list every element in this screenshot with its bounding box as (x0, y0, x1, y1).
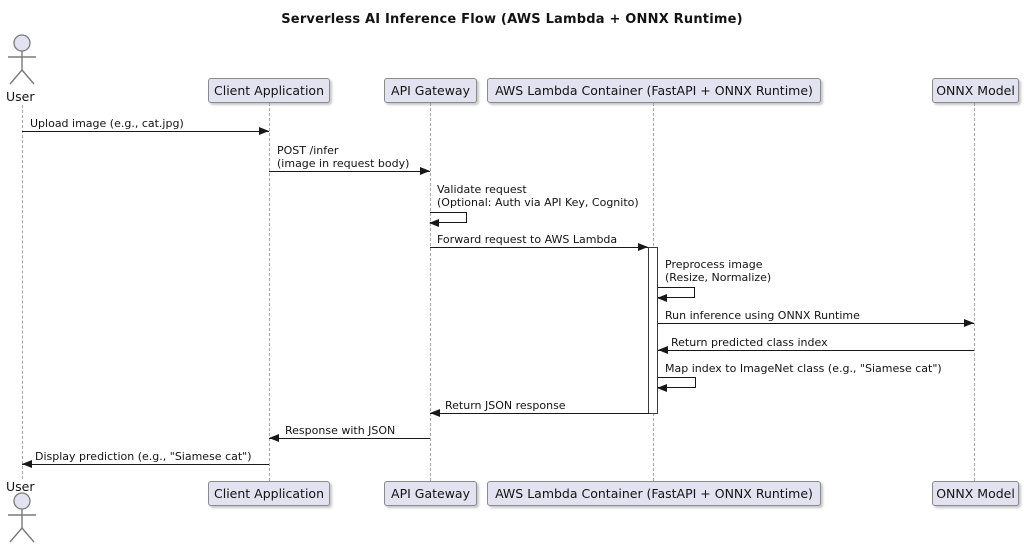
message-arrow-forward-request (430, 243, 648, 251)
message-arrow-upload-image (22, 127, 269, 135)
message-arrow-return-json (430, 409, 649, 417)
arrowhead-icon (429, 219, 439, 227)
message-label-upload-image: Upload image (e.g., cat.jpg) (30, 117, 184, 130)
arrowhead-icon (638, 243, 648, 251)
arrowhead-icon (420, 167, 430, 175)
participant-box-onnx-top: ONNX Model (932, 78, 1019, 103)
message-label-validate-request: Validate request (Optional: Auth via API… (437, 183, 639, 209)
self-message-map-index (657, 377, 696, 392)
message-arrow-return-class-index (658, 346, 974, 354)
participant-box-lambda-top: AWS Lambda Container (FastAPI + ONNX Run… (487, 78, 821, 103)
message-arrow-response-json (269, 434, 430, 442)
message-arrow-display-prediction (22, 460, 269, 468)
message-arrow-post-infer (269, 167, 430, 175)
arrowhead-icon (964, 319, 974, 327)
message-arrow-run-inference (658, 319, 974, 327)
self-message-validate-request (429, 212, 467, 227)
message-label-response-json: Response with JSON (285, 424, 396, 437)
lifeline-user (22, 105, 23, 479)
diagram-title: Serverless AI Inference Flow (AWS Lambda… (281, 12, 743, 27)
arrowhead-icon (430, 409, 440, 417)
actor-user-top (3, 34, 41, 92)
arrowhead-icon (269, 434, 279, 442)
lifeline-gateway (430, 103, 431, 481)
participant-box-lambda-bottom: AWS Lambda Container (FastAPI + ONNX Run… (487, 481, 821, 506)
message-label-forward-request: Forward request to AWS Lambda (437, 233, 618, 246)
arrowhead-icon (657, 384, 667, 392)
arrowhead-icon (657, 294, 667, 302)
message-label-post-infer: POST /infer (image in request body) (277, 144, 410, 170)
message-label-return-class-index: Return predicted class index (671, 336, 828, 349)
self-message-preprocess-image (657, 287, 695, 302)
message-label-map-index: Map index to ImageNet class (e.g., "Siam… (665, 362, 942, 375)
actor-user-bottom (3, 492, 41, 550)
arrowhead-icon (22, 460, 32, 468)
participant-box-client-bottom: Client Application (208, 481, 330, 506)
actor-user-bottom-label: User (6, 479, 35, 494)
actor-user-top-label: User (6, 89, 35, 104)
user-actor-icon (8, 492, 36, 543)
participant-box-client-top: Client Application (208, 78, 330, 103)
message-label-display-prediction: Display prediction (e.g., "Siamese cat") (35, 450, 252, 463)
participant-box-onnx-bottom: ONNX Model (932, 481, 1019, 506)
message-label-return-json: Return JSON response (445, 399, 566, 412)
participant-box-gateway-bottom: API Gateway (384, 481, 477, 506)
message-label-preprocess-image: Preprocess image (Resize, Normalize) (665, 258, 772, 284)
activation-bar-lambda (648, 247, 658, 414)
participant-box-gateway-top: API Gateway (384, 78, 477, 103)
message-label-run-inference: Run inference using ONNX Runtime (665, 309, 860, 322)
arrowhead-icon (658, 346, 668, 354)
lifeline-onnx (974, 103, 975, 481)
lifeline-client (269, 103, 270, 481)
user-actor-icon (8, 34, 36, 85)
arrowhead-icon (259, 127, 269, 135)
